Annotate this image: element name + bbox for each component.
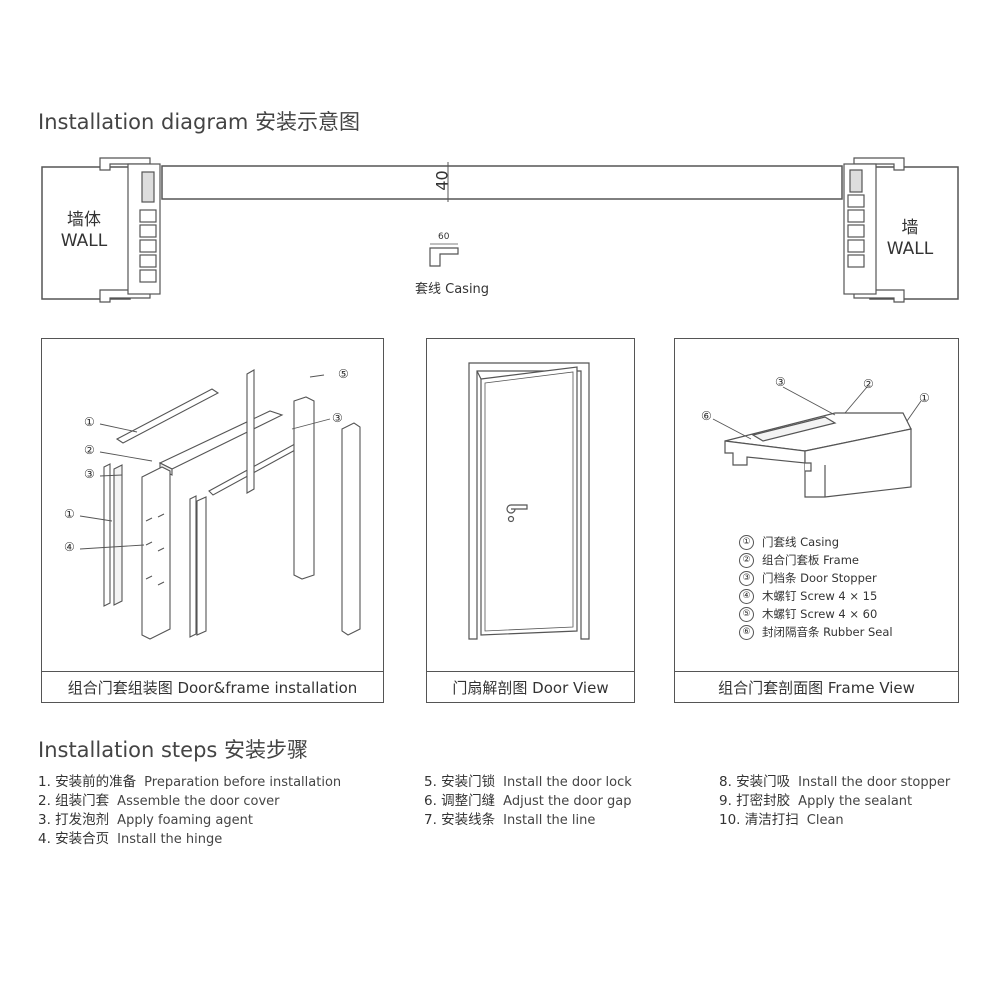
frame-callout-3: ③ <box>775 375 786 389</box>
steps-column-2: 5. 安装门锁 Install the door lock 6. 调整门缝 Adju… <box>424 773 632 830</box>
right-frame-profile <box>843 157 905 303</box>
step-3: 3. 打发泡剂 Apply foaming agent <box>38 811 341 830</box>
legend-num-2: ② <box>739 553 754 568</box>
step-10-en: Clean <box>806 813 844 828</box>
legend-item-6: ⑥ 封闭隔音条 Rubber Seal <box>739 623 893 641</box>
legend-num-5: ⑤ <box>739 607 754 622</box>
steps-title: Installation steps 安装步骤 <box>38 738 309 762</box>
legend-text-6: 封闭隔音条 Rubber Seal <box>762 625 893 639</box>
step-5-en: Install the door lock <box>503 775 632 790</box>
assembly-callout-1b: ① <box>64 507 75 521</box>
assembly-caption: 组合门套组装图 Door&frame installation <box>42 671 383 702</box>
casing-width-label: 60 <box>438 232 450 242</box>
steps-column-1: 1. 安装前的准备 Preparation before installation… <box>38 773 341 849</box>
legend-item-2: ② 组合门套板 Frame <box>739 551 893 569</box>
step-2-en: Assemble the door cover <box>117 794 280 809</box>
frame-callout-6: ⑥ <box>701 409 712 423</box>
left-wall-label-cn: 墙体 <box>67 210 101 230</box>
step-4-en: Install the hinge <box>117 832 223 847</box>
left-frame-profile <box>99 157 161 303</box>
step-7: 7. 安装线条 Install the line <box>424 811 632 830</box>
legend-item-3: ③ 门档条 Door Stopper <box>739 569 893 587</box>
step-6-cn: 6. 调整门缝 <box>424 793 496 809</box>
assembly-callout-2: ② <box>84 443 95 457</box>
assembly-callout-3a: ③ <box>84 467 95 481</box>
step-8: 8. 安装门吸 Install the door stopper <box>719 773 950 792</box>
step-4-cn: 4. 安装合页 <box>38 831 110 847</box>
legend-num-4: ④ <box>739 589 754 604</box>
step-3-cn: 3. 打发泡剂 <box>38 812 110 828</box>
step-10-cn: 10. 清洁打扫 <box>719 812 799 828</box>
right-wall-label: 墙 WALL <box>878 218 942 261</box>
left-wall-label-en: WALL <box>60 231 108 252</box>
frame-legend: ① 门套线 Casing ② 组合门套板 Frame ③ 门档条 Door Stopp… <box>739 533 893 641</box>
step-2-cn: 2. 组装门套 <box>38 793 110 809</box>
step-2: 2. 组装门套 Assemble the door cover <box>38 792 341 811</box>
assembly-callout-3b: ③ <box>332 411 343 425</box>
steps-column-3: 8. 安装门吸 Install the door stopper 9. 打密封胶 A… <box>719 773 950 830</box>
plan-view-drawing <box>41 157 959 303</box>
legend-text-4: 木螺钉 Screw 4 × 15 <box>762 589 878 603</box>
assembly-drawing <box>79 369 361 640</box>
legend-text-3: 门档条 Door Stopper <box>762 571 877 585</box>
door-view-drawing <box>468 362 590 640</box>
frame-view-drawing <box>712 386 922 498</box>
frame-callout-2: ② <box>863 377 874 391</box>
legend-num-3: ③ <box>739 571 754 586</box>
legend-text-5: 木螺钉 Screw 4 × 60 <box>762 607 878 621</box>
legend-text-2: 组合门套板 Frame <box>762 553 859 567</box>
step-9-cn: 9. 打密封胶 <box>719 793 791 809</box>
assembly-callout-1a: ① <box>84 415 95 429</box>
frame-view-panel: ③ ② ① ⑥ ① 门套线 Casing ② 组合门套板 Frame ③ 门档条 Do… <box>674 338 959 703</box>
step-1: 1. 安装前的准备 Preparation before installation <box>38 773 341 792</box>
step-9-en: Apply the sealant <box>798 794 913 809</box>
casing-profile <box>429 243 459 267</box>
frame-view-caption: 组合门套剖面图 Frame View <box>675 671 958 702</box>
legend-item-1: ① 门套线 Casing <box>739 533 893 551</box>
legend-item-4: ④ 木螺钉 Screw 4 × 15 <box>739 587 893 605</box>
step-7-cn: 7. 安装线条 <box>424 812 496 828</box>
right-wall <box>869 166 959 300</box>
step-1-cn: 1. 安装前的准备 <box>38 774 137 790</box>
step-1-en: Preparation before installation <box>144 775 342 790</box>
right-wall-label-cn: 墙 <box>901 218 919 238</box>
legend-text-1: 门套线 Casing <box>762 535 840 549</box>
assembly-panel: ① ② ③ ① ④ ⑤ ③ 组合门套组装图 Door&frame install… <box>41 338 384 703</box>
legend-num-6: ⑥ <box>739 625 754 640</box>
assembly-callout-4: ④ <box>64 540 75 554</box>
legend-num-1: ① <box>739 535 754 550</box>
step-6-en: Adjust the door gap <box>503 794 632 809</box>
step-3-en: Apply foaming agent <box>117 813 253 828</box>
step-5-cn: 5. 安装门锁 <box>424 774 496 790</box>
frame-callout-1: ① <box>919 391 930 405</box>
step-10: 10. 清洁打扫 Clean <box>719 811 950 830</box>
step-7-en: Install the line <box>503 813 596 828</box>
step-8-en: Install the door stopper <box>798 775 951 790</box>
right-wall-label-en: WALL <box>886 239 934 260</box>
casing-label: 套线 Casing <box>415 282 490 297</box>
door-view-panel: 门扇解剖图 Door View <box>426 338 635 703</box>
assembly-callout-5: ⑤ <box>338 367 349 381</box>
legend-item-5: ⑤ 木螺钉 Screw 4 × 60 <box>739 605 893 623</box>
step-8-cn: 8. 安装门吸 <box>719 774 791 790</box>
step-6: 6. 调整门缝 Adjust the door gap <box>424 792 632 811</box>
left-wall-label: 墙体 WALL <box>52 210 116 253</box>
step-4: 4. 安装合页 Install the hinge <box>38 830 341 849</box>
page-title: Installation diagram 安装示意图 <box>38 110 360 134</box>
step-9: 9. 打密封胶 Apply the sealant <box>719 792 950 811</box>
step-5: 5. 安装门锁 Install the door lock <box>424 773 632 792</box>
left-wall <box>41 166 131 300</box>
dimension-height-label: 40 <box>432 170 452 191</box>
door-view-caption: 门扇解剖图 Door View <box>427 671 634 702</box>
door-leaf-plan <box>161 165 843 200</box>
